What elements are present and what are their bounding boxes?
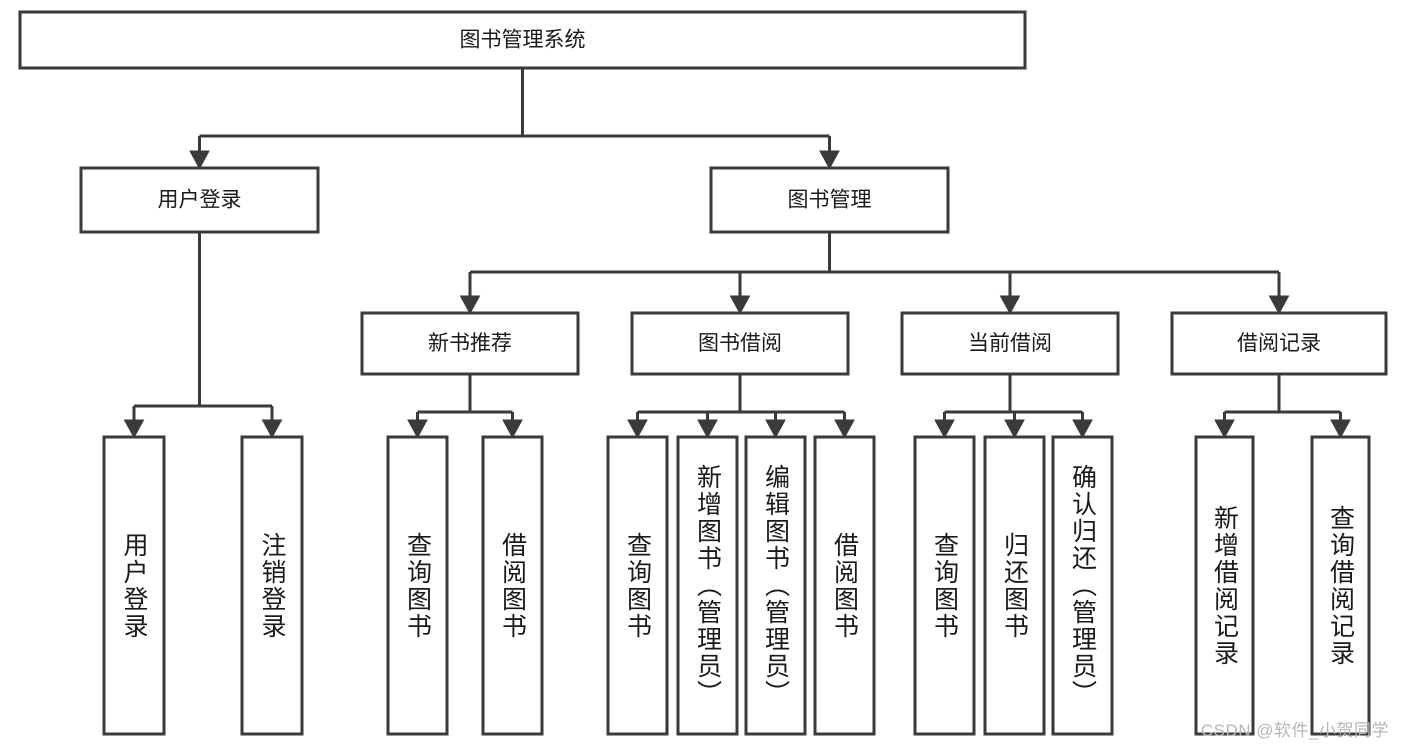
node-leaf-4[interactable] <box>606 435 669 736</box>
node-leaf-7-rect[interactable] <box>813 435 876 736</box>
node-leaf-9[interactable] <box>983 435 1046 736</box>
node-l3-0[interactable]: 新书推荐 <box>360 311 580 376</box>
node-l3-1[interactable]: 图书借阅 <box>630 311 850 376</box>
node-leaf-12[interactable] <box>1310 435 1371 736</box>
connectors-layer <box>123 68 1351 439</box>
node-leaf-3[interactable] <box>481 435 544 736</box>
watermark-text: CSDN @软件_小贺同学 <box>1200 721 1389 740</box>
node-root-rect[interactable] <box>18 10 1027 70</box>
node-l3-0-rect[interactable] <box>360 311 580 376</box>
node-l3-2[interactable]: 当前借阅 <box>900 311 1120 376</box>
node-l2-1-rect[interactable] <box>709 166 950 234</box>
node-root[interactable]: 图书管理系统 <box>18 10 1027 70</box>
node-l3-2-rect[interactable] <box>900 311 1120 376</box>
node-l2-1-label: 图书管理 <box>788 189 872 212</box>
node-leaf-10-rect[interactable] <box>1051 435 1114 736</box>
node-l3-3-label: 借阅记录 <box>1237 332 1321 355</box>
node-l2-0-label: 用户登录 <box>158 189 242 212</box>
node-leaf-9-rect[interactable] <box>983 435 1046 736</box>
node-leaf-11[interactable] <box>1194 435 1255 736</box>
node-leaf-8[interactable] <box>913 435 976 736</box>
node-leaf-6[interactable] <box>744 435 807 736</box>
node-leaf-3-rect[interactable] <box>481 435 544 736</box>
node-leaf-5-rect[interactable] <box>676 435 739 736</box>
node-l2-1[interactable]: 图书管理 <box>709 166 950 234</box>
node-leaf-2[interactable] <box>386 435 449 736</box>
node-l2-0-rect[interactable] <box>79 166 320 234</box>
node-leaf-12-rect[interactable] <box>1310 435 1371 736</box>
node-l3-3-rect[interactable] <box>1170 311 1388 376</box>
node-leaf-8-rect[interactable] <box>913 435 976 736</box>
node-leaf-5[interactable] <box>676 435 739 736</box>
node-l3-2-label: 当前借阅 <box>968 332 1052 355</box>
node-leaf-0-rect[interactable] <box>102 435 166 736</box>
node-leaf-6-rect[interactable] <box>744 435 807 736</box>
node-l3-0-label: 新书推荐 <box>428 332 512 355</box>
node-l3-1-rect[interactable] <box>630 311 850 376</box>
node-l2-0[interactable]: 用户登录 <box>79 166 320 234</box>
node-leaf-1-rect[interactable] <box>240 435 304 736</box>
node-leaf-11-rect[interactable] <box>1194 435 1255 736</box>
node-l3-1-label: 图书借阅 <box>698 332 782 355</box>
node-leaf-0[interactable] <box>102 435 166 736</box>
node-root-label: 图书管理系统 <box>460 29 586 52</box>
node-l3-3[interactable]: 借阅记录 <box>1170 311 1388 376</box>
node-leaf-1[interactable] <box>240 435 304 736</box>
node-leaf-2-rect[interactable] <box>386 435 449 736</box>
node-leaf-4-rect[interactable] <box>606 435 669 736</box>
node-leaf-10[interactable] <box>1051 435 1114 736</box>
node-leaf-7[interactable] <box>813 435 876 736</box>
